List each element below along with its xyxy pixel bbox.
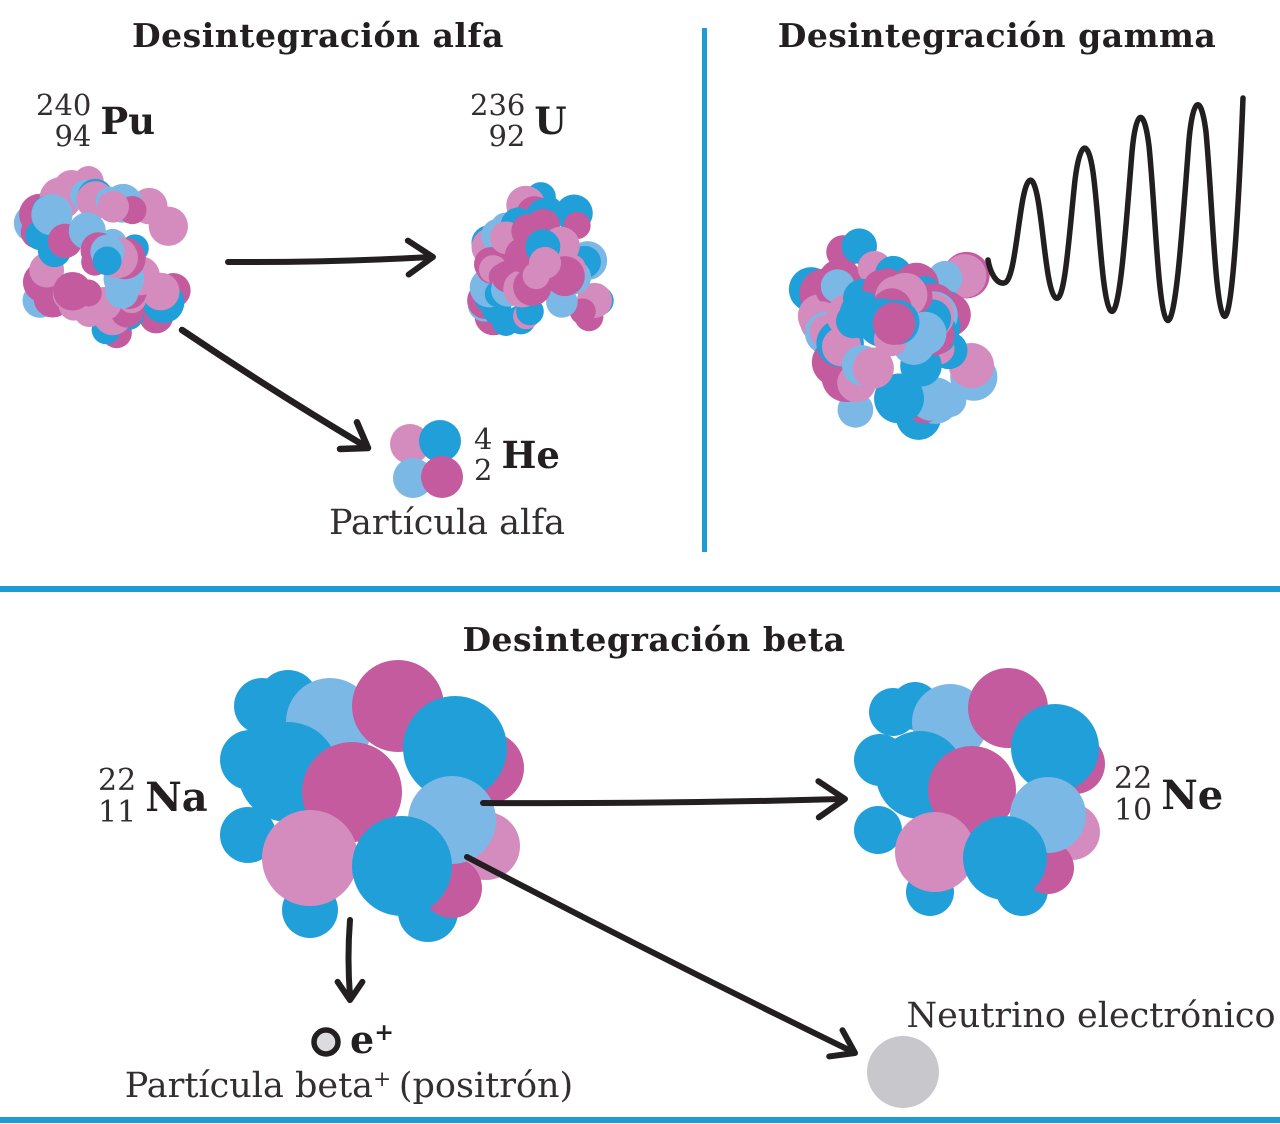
middle-section-divider xyxy=(0,586,1280,592)
vertical-section-divider xyxy=(702,28,707,552)
atomic-number: 2 xyxy=(474,453,493,488)
nucleon xyxy=(262,810,358,906)
nucleon xyxy=(872,302,916,345)
alpha-particle-cluster xyxy=(390,420,463,498)
mass-number: 22 xyxy=(98,763,137,798)
uranium-nucleus xyxy=(467,182,614,336)
positron-symbol-label: e+ xyxy=(350,1017,394,1062)
nucleon xyxy=(352,816,452,916)
element-symbol: He xyxy=(501,433,560,478)
beta-section-title: Desintegración beta xyxy=(462,620,846,659)
mass-number: 236 xyxy=(470,88,526,122)
nucleon xyxy=(421,456,463,498)
bottom-border-line xyxy=(0,1117,1280,1123)
isotope-label-u: 236 92 U xyxy=(470,88,567,154)
gamma-nucleus xyxy=(788,228,998,440)
nucleon xyxy=(403,696,507,800)
nucleon xyxy=(220,807,276,863)
alpha-section-title: Desintegración alfa xyxy=(132,16,504,55)
mass-number: 4 xyxy=(474,422,493,456)
element-symbol: Ne xyxy=(1161,771,1224,819)
nucleon xyxy=(1011,704,1099,792)
positron-particle xyxy=(311,1027,341,1057)
nucleon xyxy=(74,279,102,307)
isotope-label-pu: 240 94 Pu xyxy=(36,88,156,154)
plutonium-nucleus xyxy=(13,166,191,349)
beta-particle-label: Partícula beta+(positrón) xyxy=(124,1066,574,1106)
nucleon xyxy=(874,373,924,424)
nucleon xyxy=(895,812,975,892)
isotope-label-na: 22 11 Na xyxy=(98,763,208,831)
nucleon xyxy=(963,816,1047,900)
sodium-nucleus xyxy=(220,660,524,942)
nucleon xyxy=(419,420,461,462)
nucleon xyxy=(393,458,433,498)
nucleon xyxy=(528,246,562,279)
nucleon xyxy=(928,746,1016,834)
decay-arrows xyxy=(178,237,858,1060)
nucleon xyxy=(92,246,122,276)
isotope-numbers: 240 94 xyxy=(36,88,92,154)
atomic-number: 11 xyxy=(98,795,137,831)
alpha-particle-label: Partícula alfa xyxy=(328,503,566,543)
isotope-numbers: 22 10 xyxy=(1114,761,1153,829)
element-symbol: Pu xyxy=(100,99,156,144)
mass-number: 22 xyxy=(1114,761,1153,796)
gamma-wave-squiggle xyxy=(985,95,1246,323)
atomic-number: 92 xyxy=(488,119,526,154)
isotope-numbers: 4 2 xyxy=(474,422,493,488)
gamma-section-title: Desintegración gamma xyxy=(777,16,1217,55)
mass-number: 240 xyxy=(36,88,92,122)
isotope-label-ne: 22 10 Ne xyxy=(1114,761,1224,829)
nucleon xyxy=(852,347,894,389)
isotope-label-he: 4 2 He xyxy=(474,422,560,488)
neon-nucleus xyxy=(854,668,1105,916)
neutrino-particle xyxy=(867,1036,939,1108)
nucleon xyxy=(854,806,902,854)
nucleon xyxy=(390,424,430,464)
atomic-number: 10 xyxy=(1114,793,1153,829)
neutrino-label: Neutrino electrónico xyxy=(906,996,1276,1036)
isotope-numbers: 22 11 xyxy=(98,763,137,831)
nucleon xyxy=(97,190,129,223)
element-symbol: U xyxy=(534,99,567,144)
isotope-numbers: 236 92 xyxy=(470,88,526,154)
atomic-number: 94 xyxy=(54,119,92,154)
element-symbol: Na xyxy=(145,773,208,821)
